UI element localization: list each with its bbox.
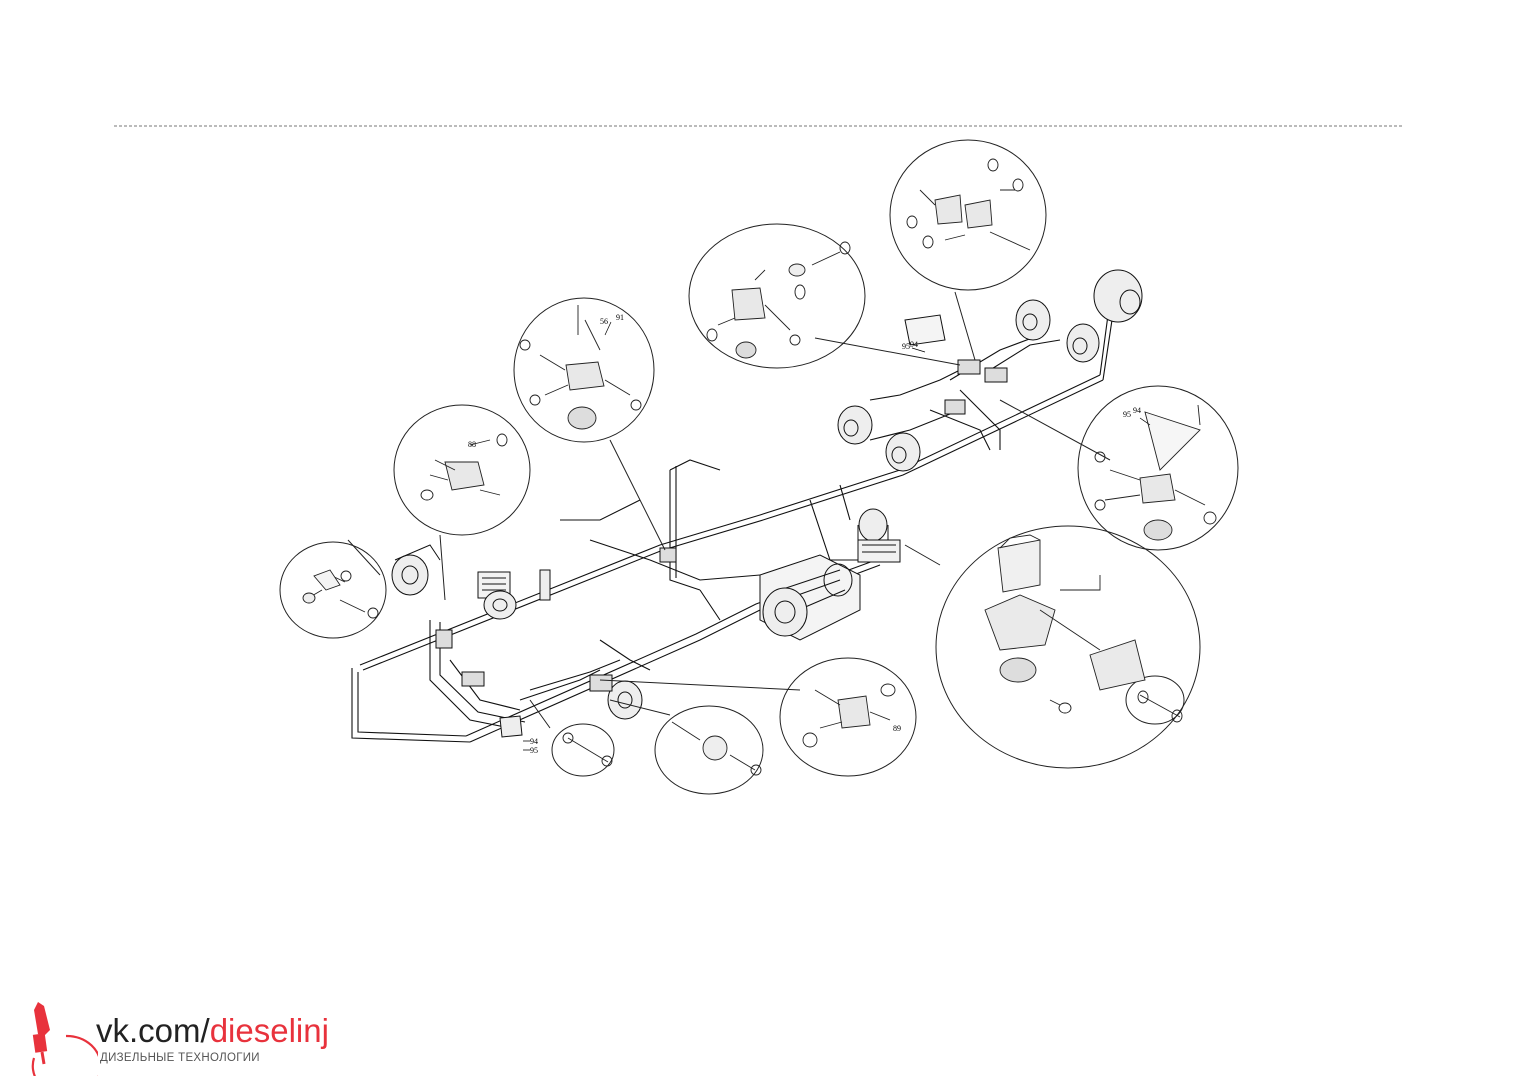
valve-1: [659, 547, 677, 563]
brake-chamber-mid-1: [837, 405, 873, 445]
air-dryer: [857, 508, 901, 563]
valve-4: [461, 671, 485, 687]
brake-chamber-front: [607, 680, 643, 720]
watermark-subtitle: ДИЗЕЛЬНЫЕ ТЕХНОЛОГИИ: [100, 1052, 260, 1064]
valve-5: [957, 359, 981, 375]
callout-95-a: 95: [530, 746, 538, 755]
callout-94-b: 94: [910, 340, 918, 349]
gearbox: [759, 554, 861, 641]
detail-circle-6: [1077, 385, 1239, 551]
injector-logo-icon: [31, 1002, 98, 1076]
callout-labels: 56 91 88 89 94 95 94 95 94 95: [468, 313, 1141, 755]
brake-chamber-rear-2: [1066, 323, 1100, 363]
detail-circle-7: [935, 525, 1201, 769]
watermark: vk.com/dieselinj ДИЗЕЛЬНЫЕ ТЕХНОЛОГИИ: [14, 996, 344, 1076]
tank-bracket: [499, 715, 523, 738]
exploded-parts: [302, 158, 1217, 776]
detail-circle-10: [551, 723, 615, 777]
brake-chamber-left: [391, 544, 441, 596]
detail-circle-11: [1125, 675, 1185, 725]
detail-circle-2: [393, 404, 531, 536]
detail-circle-5: [889, 139, 1047, 291]
brake-chamber-rear-1: [1015, 299, 1051, 341]
callout-91: 91: [616, 313, 624, 322]
brake-chamber-rear-3: [1093, 269, 1143, 323]
callout-95-b: 95: [902, 342, 910, 351]
callout-88: 88: [468, 440, 476, 449]
watermark-link: vk.com/dieselinj: [96, 1014, 329, 1048]
callout-56: 56: [600, 317, 608, 326]
components: [391, 269, 1143, 738]
callout-94-c: 94: [1133, 406, 1141, 415]
valve-3: [435, 629, 453, 649]
valve-2: [589, 674, 613, 692]
valve-6: [984, 367, 1008, 383]
detail-circle-1: [279, 541, 387, 639]
callout-94-a: 94: [530, 737, 538, 746]
detail-circle-3: [513, 297, 655, 443]
valve-7: [944, 399, 966, 415]
detail-circle-4: [688, 223, 866, 369]
callout-89: 89: [893, 724, 901, 733]
brake-chamber-mid-2: [885, 432, 921, 472]
detail-circle-9: [654, 705, 764, 795]
watermark-prefix: vk.com/: [96, 1012, 210, 1049]
bracket-2: [904, 314, 946, 346]
callout-95-c: 95: [1123, 410, 1131, 419]
compressor: [477, 571, 517, 620]
detail-circles: [279, 139, 1239, 795]
bracket-1: [539, 569, 551, 601]
detail-circle-8: [779, 657, 917, 777]
watermark-handle: dieselinj: [209, 1012, 329, 1049]
callout-leaders: [523, 321, 1151, 751]
